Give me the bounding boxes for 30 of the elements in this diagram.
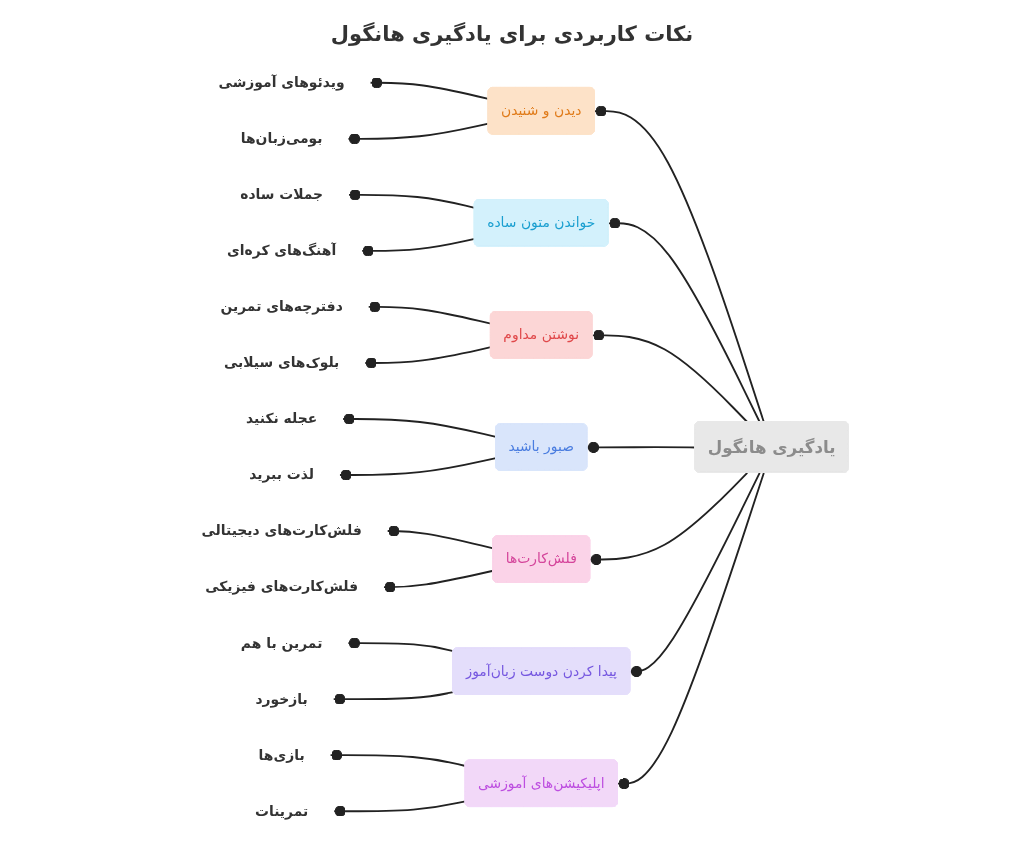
node-text: جملات ساده [240, 186, 324, 203]
connector [594, 105, 765, 423]
connector [348, 189, 476, 209]
node-text: عجله نکنید [246, 410, 318, 428]
node-text: آهنگ‌های کره‌ای [227, 242, 337, 259]
node-text: فلش‌کارت‌های فیزیکی [205, 578, 359, 596]
node-text: بازی‌ها [258, 746, 305, 764]
node-text: بومی‌زبان‌ها [240, 130, 323, 147]
node-text: فلش‌کارت‌های دیجیتالی [201, 522, 362, 540]
connector [361, 237, 476, 257]
connector [347, 637, 455, 653]
node-text: تمرین با هم [240, 634, 323, 652]
diagram-title: نکات کاربردی برای یادگیری هانگول [329, 21, 695, 48]
connector [332, 691, 455, 705]
connector [364, 346, 492, 369]
node-text: دفترچه‌های تمرین [220, 298, 343, 316]
node-text: لذت ببرید [249, 466, 315, 484]
node-text: بلوک‌های سیلابی [223, 354, 340, 372]
node-text: تمرینات [255, 802, 309, 820]
connector [629, 472, 761, 678]
connector [607, 217, 761, 423]
node-text: ویدئوهای آموزشی [218, 74, 345, 91]
connector [342, 413, 497, 438]
connector [339, 457, 497, 481]
connector [591, 329, 749, 423]
connector [367, 301, 492, 325]
node-text: بازخورد [255, 690, 308, 708]
connector [617, 472, 765, 790]
connector [589, 472, 749, 566]
connector [329, 749, 467, 767]
